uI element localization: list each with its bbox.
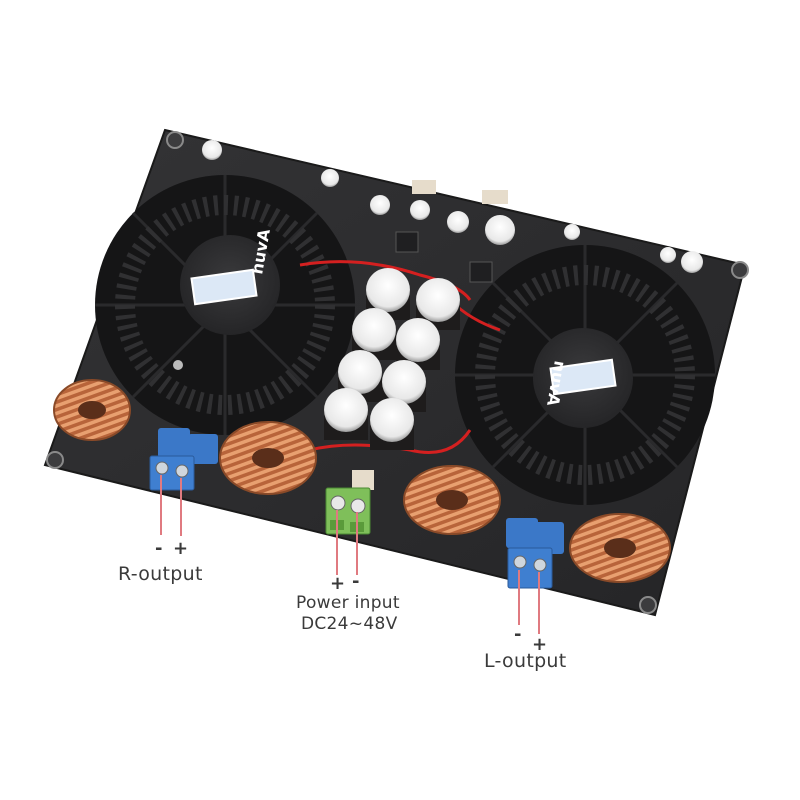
- jst-connector-right: [482, 190, 508, 204]
- r-output-minus-sign: -: [155, 538, 163, 559]
- r-output-label: R-output: [118, 563, 203, 585]
- r-output-terminal-block: [149, 428, 218, 491]
- jst-connector-left: [412, 180, 436, 194]
- fan-wire-left: [299, 260, 472, 301]
- mounting-holes: [46, 131, 749, 614]
- r-output-plus-lead: [180, 478, 182, 536]
- power-minus-sign: -: [352, 571, 360, 592]
- toroid-inductors: [53, 379, 671, 583]
- right-heatsink-fan: nuvA: [455, 245, 715, 505]
- r-output-minus-lead: [160, 475, 162, 535]
- r-output-plus-sign: +: [173, 538, 189, 559]
- capacitor-bank: [324, 268, 460, 450]
- power-input-label: Power input: [296, 593, 400, 613]
- l-output-plus-sign: +: [532, 634, 548, 655]
- power-minus-lead: [356, 512, 358, 575]
- l-output-minus-sign: -: [514, 624, 522, 645]
- power-plus-lead: [336, 510, 338, 575]
- power-plus-sign: +: [330, 573, 346, 594]
- l-output-plus-lead: [538, 572, 540, 634]
- left-heatsink-fan: nuvA: [95, 175, 355, 435]
- small-components: [202, 140, 703, 283]
- l-output-label: L-output: [484, 650, 567, 672]
- power-input-voltage: DC24~48V: [301, 614, 398, 634]
- l-output-minus-lead: [518, 570, 520, 625]
